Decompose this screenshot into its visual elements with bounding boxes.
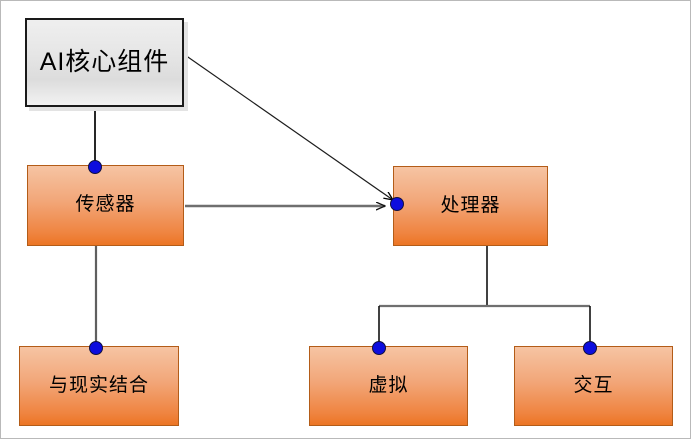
node-virtual-label: 虚拟 <box>368 374 409 396</box>
node-sensor[interactable]: 传感器 <box>27 165 184 246</box>
edge-ai-to-processor <box>184 54 393 200</box>
node-ai-core[interactable]: AI核心组件 <box>25 18 184 107</box>
node-sensor-label: 传感器 <box>75 194 136 216</box>
node-reality[interactable]: 与现实结合 <box>19 346 179 426</box>
port-reality-top-handle[interactable] <box>89 341 103 355</box>
port-sensor-top-handle[interactable] <box>88 160 102 174</box>
node-virtual[interactable]: 虚拟 <box>309 346 468 426</box>
node-ai-core-label: AI核心组件 <box>39 47 170 76</box>
node-reality-label: 与现实结合 <box>48 374 149 396</box>
port-virtual-top-handle[interactable] <box>372 341 386 355</box>
port-interact-top-handle[interactable] <box>583 341 597 355</box>
node-processor-label: 处理器 <box>440 194 501 216</box>
node-interact[interactable]: 交互 <box>514 346 673 426</box>
port-processor-left-handle[interactable] <box>390 197 404 211</box>
node-processor[interactable]: 处理器 <box>393 166 548 246</box>
node-interact-label: 交互 <box>573 374 614 396</box>
